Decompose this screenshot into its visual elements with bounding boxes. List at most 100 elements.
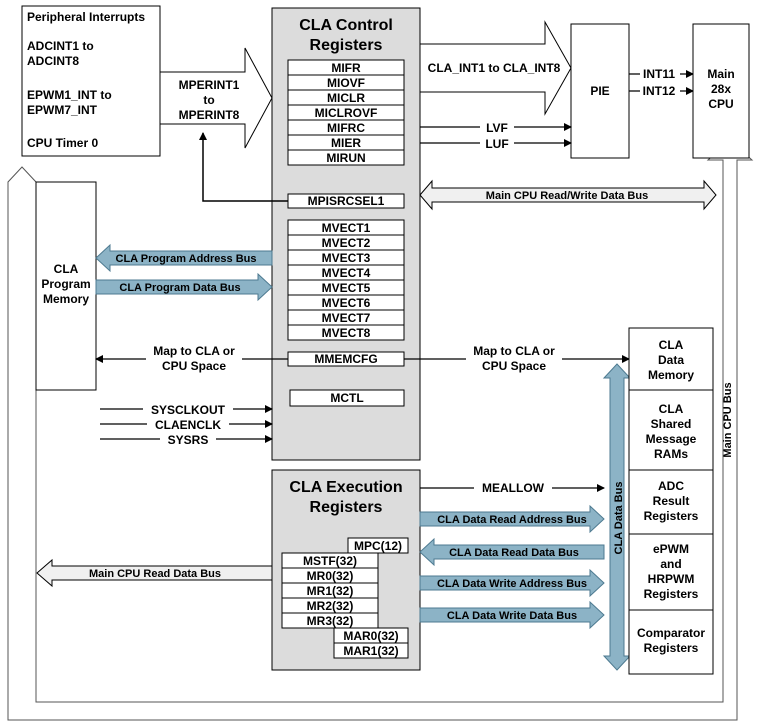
- main-cpu-line1: Main: [707, 67, 734, 81]
- mr1-register: MR1(32): [307, 584, 354, 598]
- mpisrcsel1-register: MPISRCSEL1: [308, 194, 385, 208]
- adc-line1: ADC: [658, 479, 684, 493]
- mvect8-register-box: [287, 324, 405, 341]
- shared-line3: Message: [646, 432, 697, 446]
- cla-data-write-data-bus: CLA Data Write Data Bus: [419, 600, 605, 630]
- main-cpu-bus-label: Main CPU Bus: [722, 382, 734, 457]
- comparator-line1: Comparator: [637, 626, 705, 640]
- control-title-line2: Registers: [310, 37, 383, 54]
- epwm-line1: ePWM: [653, 542, 689, 556]
- claenclk-label: CLAENCLK: [155, 418, 221, 432]
- meallow-label: MEALLOW: [482, 481, 545, 495]
- map-left-line1: Map to CLA or: [153, 344, 235, 358]
- int12-label: INT12: [643, 84, 676, 98]
- cla-execution-registers-panel: CLA Execution Registers MPC(12) MSTF(32)…: [271, 469, 421, 671]
- pie-box: PIE: [570, 23, 630, 159]
- main-cpu-bus-loop: [7, 139, 754, 721]
- mr2-register: MR2(32): [307, 599, 354, 613]
- adcint-line2: ADCINT8: [27, 54, 79, 68]
- mperint-line3: MPERINT8: [179, 108, 240, 122]
- epwm-line4: Registers: [644, 587, 699, 601]
- execution-title-line2: Registers: [310, 499, 383, 516]
- data-memory-line2: Data: [658, 353, 684, 367]
- sysclkout-label: SYSCLKOUT: [151, 403, 226, 417]
- main-cpu-read-bus-label: Main CPU Read Data Bus: [89, 568, 221, 580]
- mr0-register: MR0(32): [307, 569, 354, 583]
- cla-program-memory-box: CLA Program Memory: [35, 181, 97, 391]
- main-cpu-read-data-bus: Main CPU Read Data Bus: [36, 558, 273, 588]
- cla-control-registers-panel: CLA Control Registers MIFRMIOVFMICLRMICL…: [271, 7, 421, 461]
- peripheral-interrupts-title: Peripheral Interrupts: [27, 10, 145, 24]
- epwm-line3: HRPWM: [648, 572, 695, 586]
- mar0-register: MAR0(32): [343, 629, 398, 643]
- sysrs-label: SYSRS: [168, 433, 209, 447]
- mperint-line2: to: [203, 93, 214, 107]
- main-cpu-line2: 28x: [711, 82, 731, 96]
- epwm-int-line1: EPWM1_INT to: [27, 88, 112, 102]
- mvect2-register: MVECT2: [322, 236, 371, 250]
- mar1-register-box: [333, 642, 409, 659]
- mctl-register: MCTL: [330, 391, 363, 405]
- program-memory-line3: Memory: [43, 292, 89, 306]
- program-memory-line1: CLA: [54, 262, 79, 276]
- shared-line4: RAMs: [654, 447, 688, 461]
- prog-addr-bus-label: CLA Program Address Bus: [116, 253, 257, 265]
- mpc-register: MPC(12): [354, 539, 402, 553]
- cla-data-bus-vertical: CLA Data Bus: [602, 363, 632, 671]
- memory-register-stack: CLA Data Memory CLA Shared Message RAMs …: [628, 327, 714, 675]
- adc-line3: Registers: [644, 509, 699, 523]
- data-read-address-bus-label: CLA Data Read Address Bus: [437, 514, 587, 526]
- map-left-line2: CPU Space: [162, 359, 226, 373]
- cla-data-bus-label: CLA Data Bus: [613, 482, 625, 555]
- control-title-line1: CLA Control: [299, 17, 393, 34]
- mmemcfg-register: MMEMCFG: [314, 352, 377, 366]
- cla-program-address-bus: CLA Program Address Bus: [95, 243, 273, 273]
- lvf-label: LVF: [486, 121, 508, 135]
- mirun-register-box: [287, 149, 405, 166]
- mifr-register: MIFR: [331, 61, 361, 75]
- cla-int-label: CLA_INT1 to CLA_INT8: [428, 61, 561, 75]
- shared-line1: CLA: [659, 402, 684, 416]
- mifrc-register: MIFRC: [327, 121, 365, 135]
- mvect3-register: MVECT3: [322, 251, 371, 265]
- prog-data-bus-label: CLA Program Data Bus: [119, 282, 240, 294]
- peripheral-interrupts-box: Peripheral Interrupts ADCINT1 to ADCINT8…: [21, 5, 161, 157]
- epwm-int-line2: EPWM7_INT: [27, 103, 98, 117]
- mirun-register: MIRUN: [326, 151, 365, 165]
- data-read-data-bus-label: CLA Data Read Data Bus: [449, 547, 579, 559]
- comparator-line2: Registers: [644, 641, 699, 655]
- int11-label: INT11: [643, 67, 675, 81]
- cpu-timer-label: CPU Timer 0: [27, 136, 98, 150]
- mr3-register: MR3(32): [307, 614, 354, 628]
- mstf-register: MSTF(32): [303, 554, 357, 568]
- luf-label: LUF: [485, 137, 508, 151]
- data-memory-line1: CLA: [659, 338, 684, 352]
- execution-title-line1: CLA Execution: [289, 479, 402, 496]
- mvect6-register: MVECT6: [322, 296, 371, 310]
- main-cpu-rw-data-bus: Main CPU Read/Write Data Bus: [419, 179, 717, 211]
- mpisrcsel-to-mperint-line: [199, 132, 288, 202]
- mvect8-register: MVECT8: [322, 326, 371, 340]
- mr3-register-box: [281, 612, 379, 629]
- mvect5-register: MVECT5: [322, 281, 371, 295]
- cla-data-write-address-bus: CLA Data Write Address Bus: [419, 568, 605, 598]
- cla-int-arrow: CLA_INT1 to CLA_INT8: [419, 20, 572, 116]
- epwm-line2: and: [660, 557, 681, 571]
- program-memory-line2: Program: [41, 277, 90, 291]
- data-write-data-bus-label: CLA Data Write Data Bus: [447, 610, 577, 622]
- data-memory-line3: Memory: [648, 368, 694, 382]
- adc-line2: Result: [653, 494, 690, 508]
- miclrovf-register: MICLROVF: [315, 106, 378, 120]
- adcint-line1: ADCINT1 to: [27, 39, 94, 53]
- mperint-arrow: MPERINT1 to MPERINT8: [159, 47, 273, 149]
- cla-data-read-address-bus: CLA Data Read Address Bus: [419, 504, 605, 534]
- data-write-address-bus-label: CLA Data Write Address Bus: [437, 578, 587, 590]
- mperint-line1: MPERINT1: [179, 78, 240, 92]
- mvect4-register: MVECT4: [322, 266, 371, 280]
- main-cpu-box: Main 28x CPU: [692, 23, 750, 159]
- mvect7-register: MVECT7: [322, 311, 371, 325]
- shared-line2: Shared: [651, 417, 692, 431]
- main-cpu-rw-bus-label: Main CPU Read/Write Data Bus: [486, 190, 648, 202]
- mier-register: MIER: [331, 136, 361, 150]
